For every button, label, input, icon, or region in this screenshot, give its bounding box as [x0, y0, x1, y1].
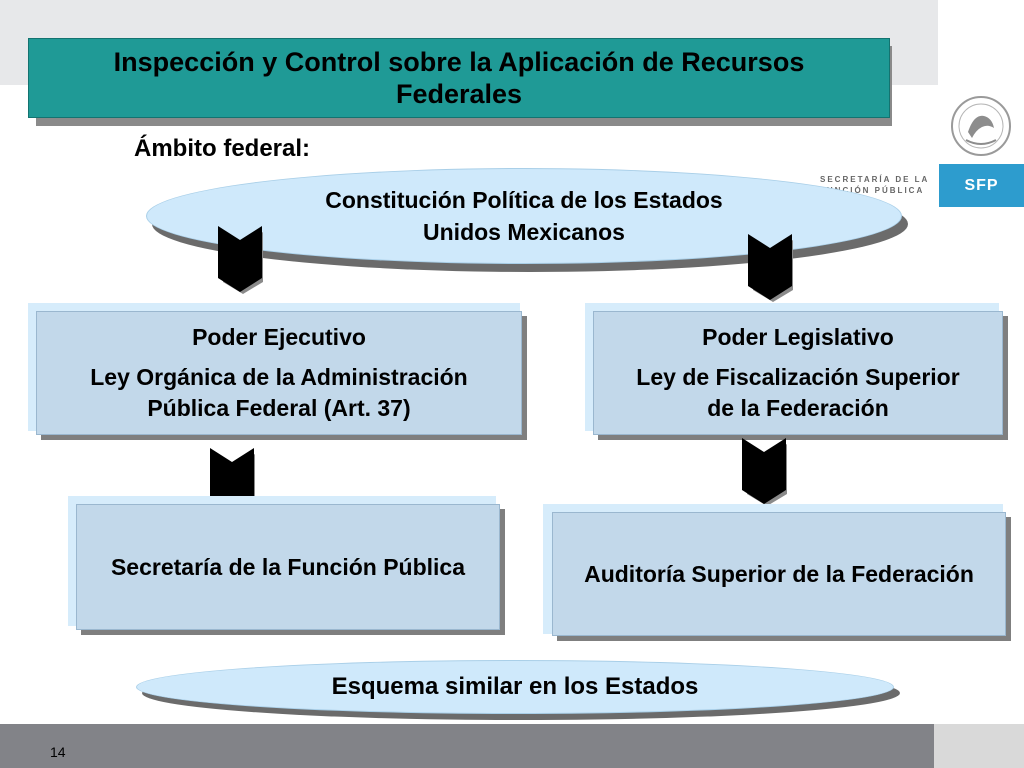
- legislativo-body: Ley de Fiscalización Superior de la Fede…: [636, 364, 960, 421]
- legislativo-heading: Poder Legislativo: [702, 324, 894, 350]
- arrow-down-icon: [748, 234, 793, 302]
- constitution-label: Constitución Política de los Estados Uni…: [325, 187, 723, 245]
- page-number: 14: [50, 744, 66, 760]
- ejecutivo-heading: Poder Ejecutivo: [192, 324, 366, 350]
- coat-of-arms-icon: [951, 96, 1011, 156]
- poder-legislativo-box: Poder Legislativo Ley de Fiscalización S…: [593, 311, 1003, 435]
- secretaria-funcion-publica-box: Secretaría de la Función Pública: [76, 504, 500, 630]
- sfp-logo: SFP: [939, 164, 1024, 207]
- poder-ejecutivo-box: Poder Ejecutivo Ley Orgánica de la Admin…: [36, 311, 522, 435]
- page-title: Inspección y Control sobre la Aplicación…: [113, 47, 805, 109]
- asf-box-label: Auditoría Superior de la Federación: [584, 560, 974, 587]
- sfp-box-label: Secretaría de la Función Pública: [110, 553, 466, 580]
- footer-bar: [0, 724, 934, 768]
- footer-corner: [934, 724, 1024, 768]
- arrow-down-icon: [742, 438, 787, 506]
- esquema-label: Esquema similar en los Estados: [331, 673, 699, 700]
- constitution-ellipse: Constitución Política de los Estados Uni…: [146, 168, 902, 264]
- section-subtitle: Ámbito federal:: [134, 135, 311, 162]
- esquema-ellipse: Esquema similar en los Estados: [136, 660, 894, 714]
- arrow-down-icon: [218, 226, 263, 294]
- title-banner: Inspección y Control sobre la Aplicación…: [28, 38, 890, 118]
- ejecutivo-body: Ley Orgánica de la Administración Públic…: [90, 364, 468, 421]
- auditoria-superior-box: Auditoría Superior de la Federación: [552, 512, 1006, 636]
